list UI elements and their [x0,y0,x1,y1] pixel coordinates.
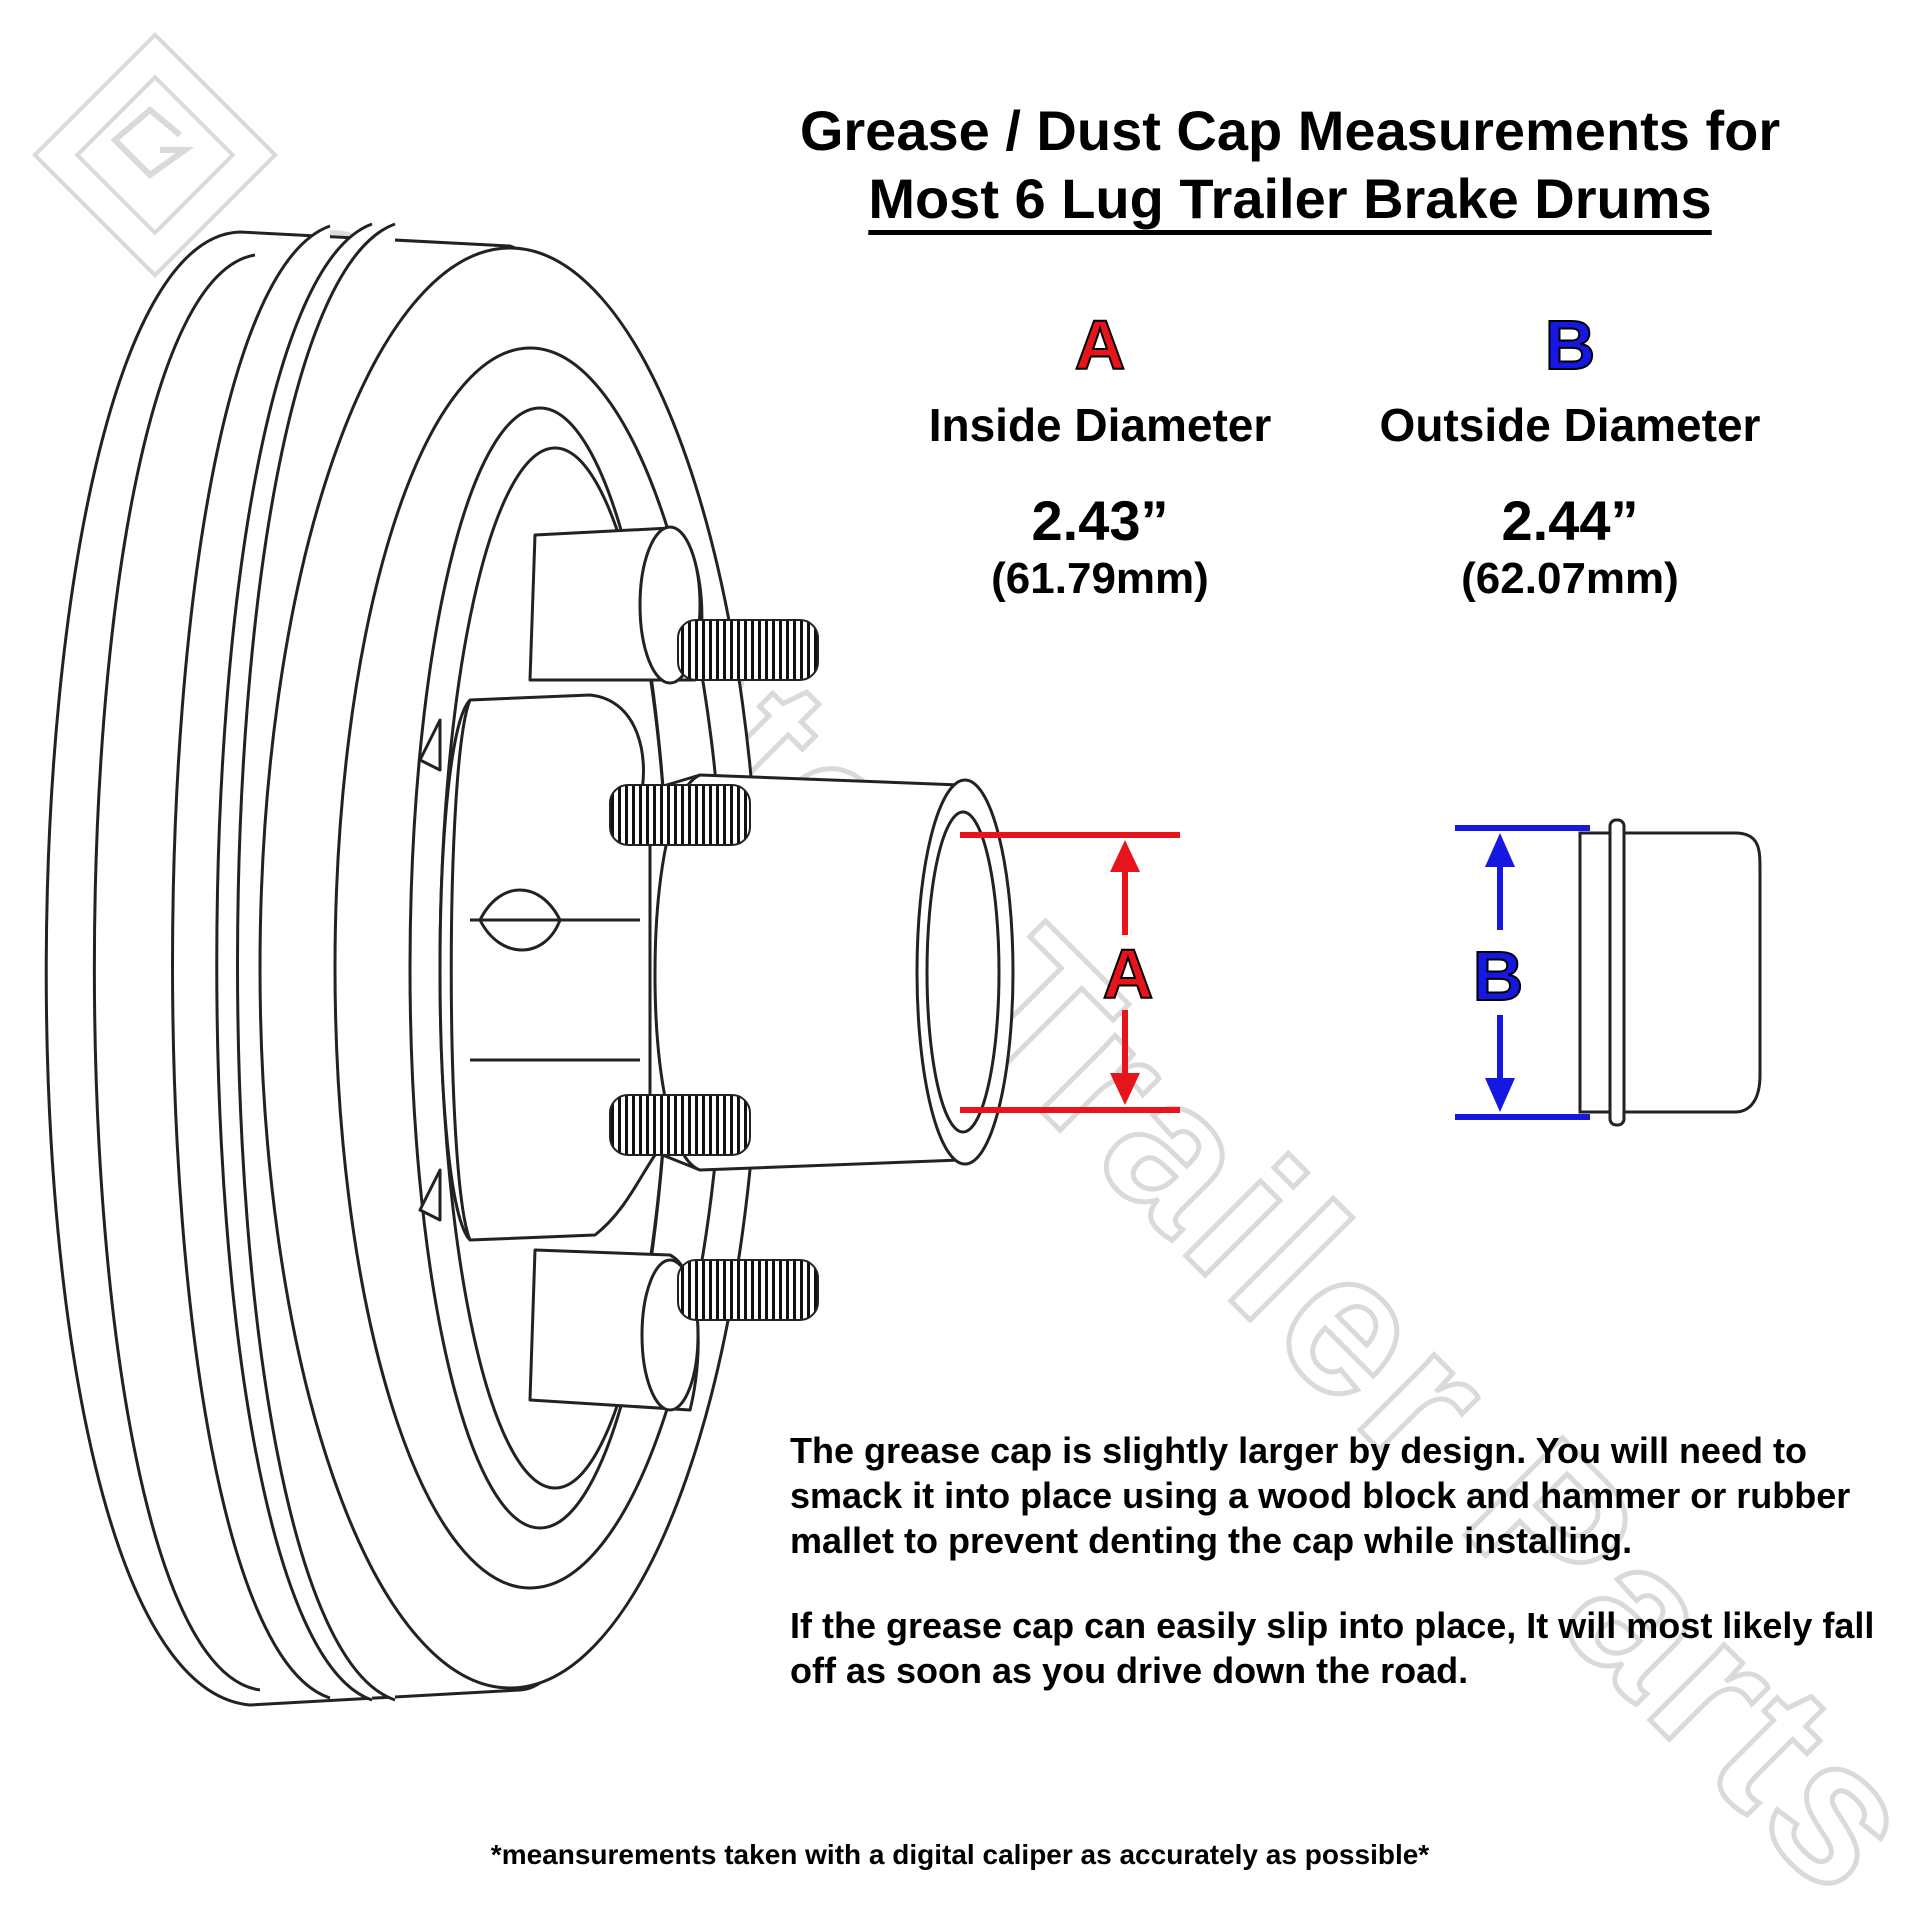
measurement-a-letter: A [1074,305,1127,385]
title-line-2: Most 6 Lug Trailer Brake Drums [868,167,1712,230]
lug-stud [609,784,751,846]
diagram-marker-a: A [1103,935,1154,1013]
measurement-b-value: 2.44” [1501,489,1639,552]
lug-stud [677,1259,819,1321]
measurement-b-label: Outside Diameter [1379,399,1761,451]
grease-cap [1578,818,1762,1127]
measurement-b-letter: B [1544,305,1597,385]
installation-note: The grease cap is slightly larger by des… [790,1430,1851,1561]
measurement-b-column: B Outside Diameter 2.44” (62.07mm) [1350,305,1790,605]
lug-studs [609,619,819,1321]
arrow-up-a [1110,840,1140,872]
measurement-a-metric: (61.79mm) [991,554,1209,603]
warning-note: If the grease cap can easily slip into p… [790,1605,1875,1691]
watermark-logo [31,31,279,279]
lug-stud [609,1094,751,1156]
measurement-a-column: A Inside Diameter 2.43” (61.79mm) [880,305,1320,605]
measurement-a-value: 2.43” [1031,489,1169,552]
arrow-down-a [1110,1073,1140,1105]
footnote: *meansurements taken with a digital cali… [490,1839,1430,1870]
diagram-marker-b: B [1473,937,1524,1015]
measurement-b-metric: (62.07mm) [1461,554,1679,603]
arrow-up-b [1485,833,1515,867]
measurement-a-label: Inside Diameter [928,399,1272,451]
title-line-1: Grease / Dust Cap Measurements for [799,99,1781,162]
arrow-down-b [1485,1078,1515,1112]
lug-stud [677,619,819,681]
